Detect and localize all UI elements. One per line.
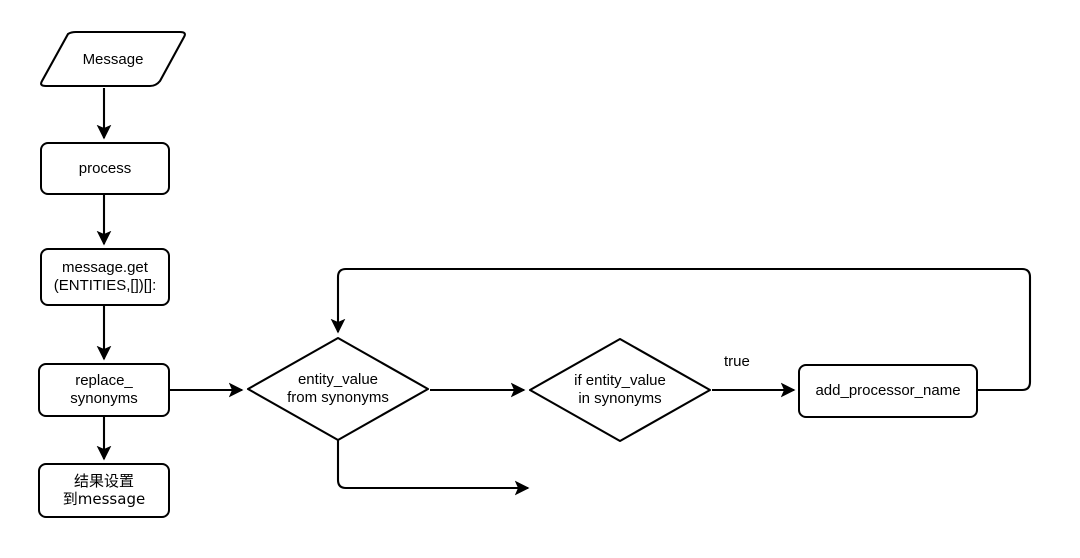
node-replace-synonyms-line-1: replace_ [75, 372, 133, 390]
edge-label-true: true [724, 353, 750, 370]
node-add-processor-name[interactable]: add_processor_name [798, 364, 978, 418]
node-message-get[interactable]: message.get (ENTITIES,[])[]: [40, 248, 170, 306]
node-entity-value-from-synonyms[interactable]: entity_value from synonyms [246, 336, 430, 442]
diamond-shape [246, 336, 430, 442]
node-set-result-label: 结果设置 到message [40, 471, 168, 508]
diamond-shape [528, 337, 712, 443]
node-entity-value-from-synonyms-label: entity_value from synonyms [246, 336, 430, 442]
node-if-entity-value-line-1: if entity_value [574, 372, 666, 389]
node-set-result[interactable]: 结果设置 到message [38, 463, 170, 518]
node-replace-synonyms[interactable]: replace_ synonyms [38, 363, 170, 417]
node-message-get-line-2: (ENTITIES,[])[]: [53, 277, 157, 294]
node-entity-value-line-2: from synonyms [287, 389, 389, 406]
node-if-entity-value-in-synonyms[interactable]: if entity_value in synonyms [528, 337, 712, 443]
node-message-get-line-1: message.get [62, 259, 148, 277]
node-replace-synonyms-line-2: synonyms [70, 390, 138, 407]
node-message-get-label: message.get (ENTITIES,[])[]: [42, 259, 168, 294]
edge-entity-value-exit [336, 440, 530, 496]
node-if-entity-value-line-2: in synonyms [578, 390, 662, 407]
node-if-entity-value-in-synonyms-label: if entity_value in synonyms [528, 337, 712, 443]
node-entity-value-line-1: entity_value [297, 371, 379, 388]
parallelogram-shape [40, 30, 186, 88]
node-replace-synonyms-label: replace_ synonyms [40, 372, 168, 407]
node-set-result-line-1: 结果设置 [73, 471, 134, 490]
node-process[interactable]: process [40, 142, 170, 195]
node-message[interactable]: Message [38, 30, 188, 88]
node-message-label: Message [82, 50, 144, 68]
node-process-label: process [78, 159, 132, 177]
node-set-result-line-2: 到message [62, 489, 146, 508]
node-add-processor-name-label: add_processor_name [815, 382, 961, 400]
